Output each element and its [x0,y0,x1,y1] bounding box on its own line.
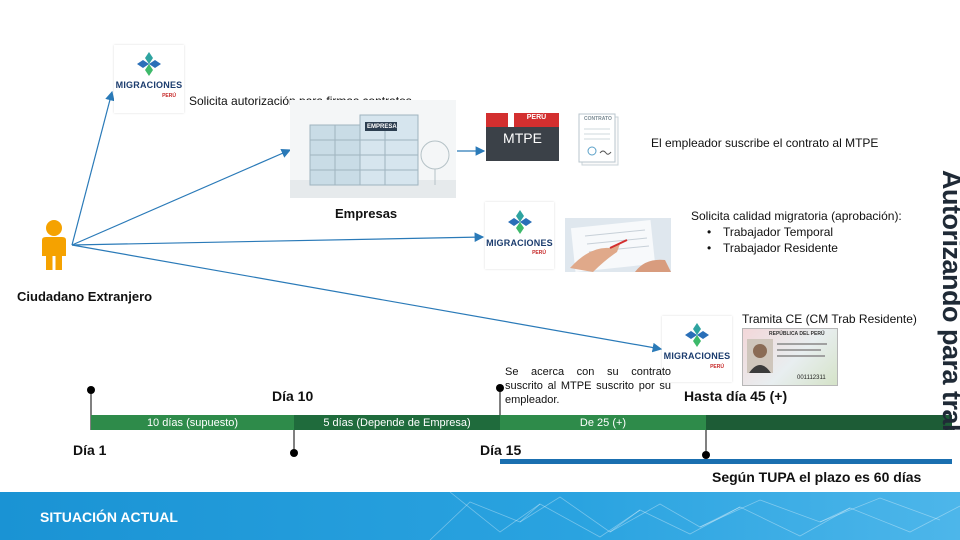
migraciones-emblem-icon [508,210,532,234]
footer-bar: SITUACIÓN ACTUAL [0,492,960,540]
building-sign: EMPRESA [367,124,397,130]
peru-mark: PERÚ [710,364,724,370]
hasta45-label: Hasta día 45 (+) [684,388,788,404]
list-item: Trabajador Residente [691,240,838,256]
footer-network-pattern [429,492,960,540]
step3-list: Trabajador Temporal Trabajador Residente [691,224,838,256]
arrow-to-migraciones-2 [71,232,485,246]
arrow-to-migraciones [71,90,115,246]
list-item: Trabajador Temporal [691,224,838,240]
mtpe-logo: PERÚ MTPE [486,113,559,161]
person-icon [42,220,66,270]
migraciones-wordmark: MIGRACIONES [486,238,553,248]
migraciones-logo: MIGRACIONES PERÚ [114,45,184,113]
migraciones-emblem-icon [685,323,709,347]
tupa-label: Según TUPA el plazo es 60 días [712,469,922,485]
contract-label: CONTRATO [584,116,612,122]
timeline-segment-3: De 25 (+) [500,415,706,430]
arrow-to-migraciones-3 [71,244,663,353]
footer-title: SITUACIÓN ACTUAL [40,509,178,525]
peru-mark: PERÚ [532,250,546,256]
empresa-building-image: EMPRESA [290,100,456,198]
mtpe-peru-bar: PERÚ [514,113,559,127]
signing-photo [565,218,671,272]
dia15-label: Día 15 [480,442,522,458]
timeline-segment-4 [706,415,952,430]
timeline-segment-1: 10 días (supuesto) [91,415,294,430]
empresas-label: Empresas [335,206,398,221]
step2-text: El empleador suscribe el contrato al MTP… [651,136,879,150]
step3-text: Solicita calidad migratoria (aprobación)… [691,209,902,223]
migraciones-wordmark: MIGRACIONES [663,351,731,361]
id-card-image: REPÚBLICA DEL PERÚ 001112311 [742,328,838,386]
contract-note: Se acerca con su contrato suscrito al MT… [505,366,671,406]
id-card-header: REPÚBLICA DEL PERÚ [769,331,825,337]
mtpe-wordmark: MTPE [503,130,542,146]
vertical-title: Autorizando para trabajar [937,170,960,430]
arrow-to-empresas [71,148,292,246]
migraciones-logo-2: MIGRACIONES PERÚ [485,202,554,269]
contract-document-icon [578,113,619,166]
migraciones-wordmark: MIGRACIONES [115,80,183,90]
migraciones-emblem-icon [137,52,161,76]
migraciones-logo-3: MIGRACIONES PERÚ [662,316,732,382]
id-card-number: 001112311 [797,375,826,381]
step4-text: Tramita CE (CM Trab Residente) [742,312,917,326]
dia1-label: Día 1 [73,442,107,458]
peru-mark: PERÚ [162,93,176,99]
dia10-label: Día 10 [272,388,314,404]
tupa-bar [500,459,952,464]
actor-label: Ciudadano Extranjero [17,289,153,304]
timeline-segment-2: 5 días (Depende de Empresa) [294,415,500,430]
